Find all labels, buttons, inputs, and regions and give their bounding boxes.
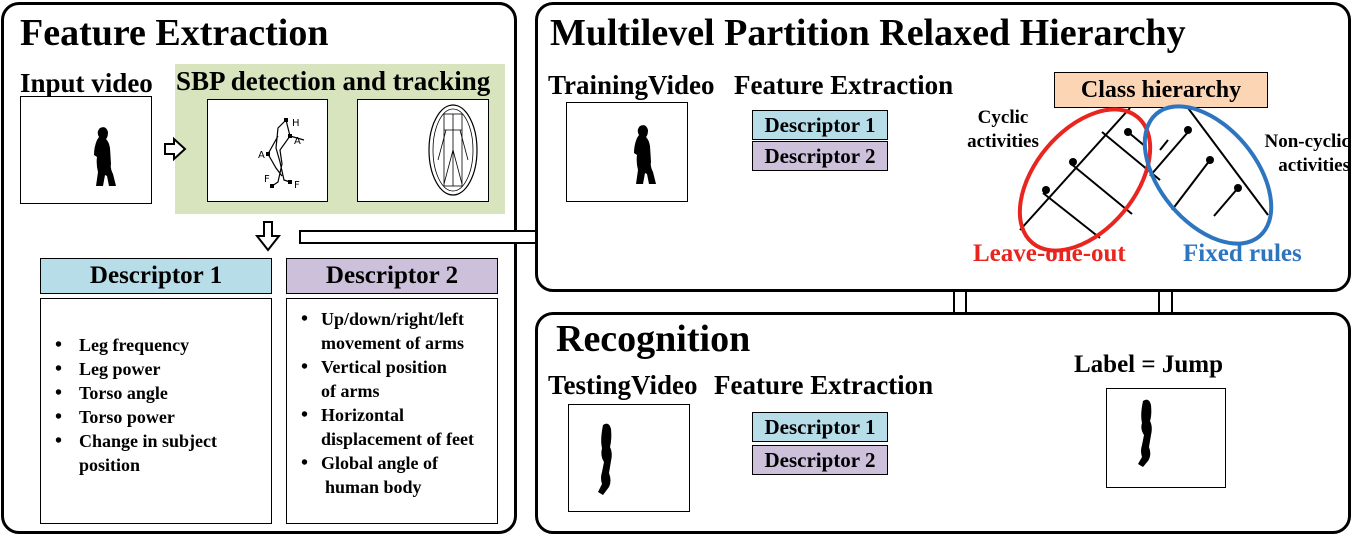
fe-descriptor2-list: Up/down/right/left movement of arms Vert…: [286, 298, 498, 524]
training-descriptor1: Descriptor 1: [752, 110, 888, 140]
list-item: Leg power: [41, 357, 271, 381]
fe-descriptor1-header: Descriptor 1: [40, 258, 272, 294]
sbp-skeleton-image: H A A F F: [258, 118, 305, 191]
arrow-input-to-sbp: [164, 136, 187, 162]
sbp-ellipse-image: [428, 104, 478, 196]
silhouette-image: [94, 127, 116, 186]
sbp-label: SBP detection and tracking: [176, 66, 491, 96]
list-item: Up/down/right/left: [287, 307, 497, 331]
testing-video-frame: [568, 404, 690, 512]
testing-descriptor1: Descriptor 1: [752, 412, 888, 442]
arrow-sbp-down: [254, 221, 282, 252]
leave-one-out-ellipse: [1017, 107, 1153, 253]
multilevel-title: Multilevel Partition Relaxed Hierarchy: [550, 12, 1186, 54]
input-video-frame: [20, 96, 152, 204]
training-video-label: TrainingVideo: [548, 70, 715, 100]
training-video-frame: [566, 102, 688, 202]
silhouette-image: [598, 423, 612, 495]
fe-descriptor1-list: Leg frequency Leg power Torso angle Tors…: [40, 298, 272, 524]
list-item: movement of arms: [321, 333, 464, 353]
sbp-marker-arm-right: A: [294, 136, 301, 147]
list-item: of arms: [321, 381, 380, 401]
list-item: Torso angle: [41, 381, 271, 405]
fixed-rules-ellipse: [1142, 104, 1274, 246]
cyclic-label: Cyclic activities: [966, 106, 1040, 154]
silhouette-image: [634, 125, 656, 184]
list-item: Horizontal: [287, 403, 497, 427]
list-item: Global angle of: [287, 451, 497, 475]
fixed-rules-label: Fixed rules: [1183, 240, 1302, 267]
fe-descriptor2-header: Descriptor 2: [286, 258, 498, 294]
list-item: Change in subject: [41, 429, 271, 453]
list-item: Leg frequency: [41, 333, 271, 357]
testing-video-label: TestingVideo: [548, 370, 698, 400]
list-item: position: [79, 455, 141, 475]
sbp-skeleton-frame: H A A F F: [207, 99, 328, 202]
list-item: human body: [325, 477, 422, 497]
list-item: Torso power: [41, 405, 271, 429]
sbp-marker-foot-left: F: [264, 174, 270, 185]
input-video-label: Input video: [20, 68, 153, 98]
training-feature-extraction-label: Feature Extraction: [734, 70, 954, 100]
sbp-marker-arm-left: A: [258, 150, 265, 161]
feature-extraction-title: Feature Extraction: [20, 12, 329, 54]
sbp-ellipse-frame: [357, 99, 489, 202]
noncyclic-line2: activities: [1278, 155, 1350, 176]
cyclic-line2: activities: [967, 131, 1039, 152]
list-item: Vertical position: [287, 355, 497, 379]
silhouette-image: [1138, 399, 1152, 467]
class-hierarchy-box: Class hierarchy: [1054, 72, 1268, 108]
sbp-marker-foot-right: F: [294, 180, 300, 191]
training-descriptor2: Descriptor 2: [752, 141, 888, 171]
sbp-marker-head: H: [292, 118, 300, 129]
noncyclic-label: Non-cyclic activities: [1254, 130, 1350, 178]
noncyclic-line1: Non-cyclic: [1264, 131, 1350, 152]
result-label: Label = Jump: [1074, 351, 1223, 378]
list-item: displacement of feet: [321, 429, 474, 449]
testing-descriptor2: Descriptor 2: [752, 445, 888, 475]
cyclic-line1: Cyclic: [977, 107, 1029, 128]
leave-one-out-label: Leave-one-out: [973, 240, 1126, 267]
recognition-title: Recognition: [556, 318, 751, 360]
result-video-frame: [1106, 388, 1226, 488]
testing-feature-extraction-label: Feature Extraction: [714, 370, 934, 400]
